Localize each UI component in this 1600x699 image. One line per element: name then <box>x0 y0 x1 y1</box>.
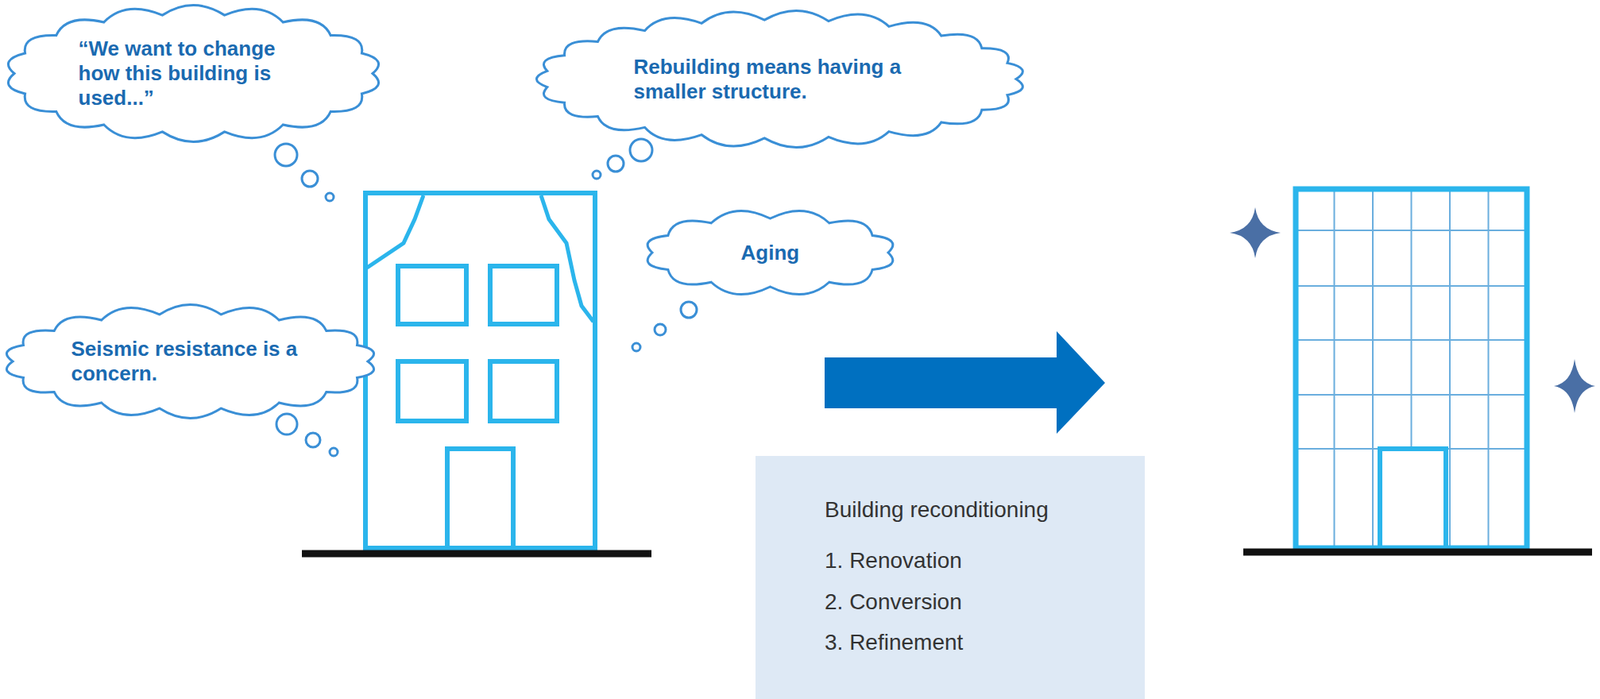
ground-line <box>301 550 652 558</box>
list-item: 3. Refinement <box>824 629 963 657</box>
thought-cloud: “We want to change how this building is … <box>4 4 383 143</box>
sparkle <box>1229 207 1281 259</box>
thought-cloud: Seismic resistance is a concern. <box>3 304 378 419</box>
thought-text: Aging <box>741 240 800 266</box>
cloud-outline <box>7 5 379 143</box>
info-panel: Building reconditioning 1. Renovation 2. C… <box>755 456 1145 699</box>
cloud-outline <box>647 210 893 294</box>
block-arrow <box>824 331 1106 434</box>
ground-line <box>1243 548 1593 557</box>
list-item: 2. Conversion <box>824 588 963 616</box>
cloud-outline <box>536 11 1023 148</box>
cloud-outline <box>3 304 378 419</box>
cloud-outline <box>6 304 374 418</box>
thought-text: Rebuilding means having a smaller struct… <box>633 54 928 105</box>
thought-cloud: Rebuilding means having a smaller struct… <box>535 10 1026 148</box>
old-building <box>365 193 596 549</box>
list-item: 1. Renovation <box>824 547 963 575</box>
thought-cloud: Aging <box>642 208 898 297</box>
new-building <box>1295 189 1527 549</box>
thought-trail <box>274 139 697 457</box>
panel-heading: Building reconditioning <box>824 496 1049 524</box>
thought-text: Seismic resistance is a concern. <box>71 336 310 387</box>
sparkle <box>1553 359 1596 414</box>
thought-text: “We want to change how this building is … <box>78 36 310 111</box>
